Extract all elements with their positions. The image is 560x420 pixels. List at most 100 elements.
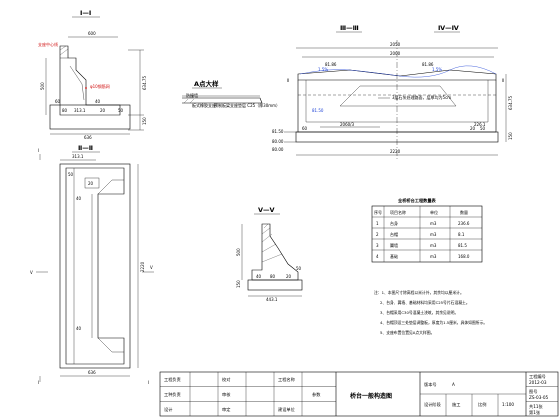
- tb-r2-c2: 审核: [222, 391, 231, 398]
- tb-sheet-total: 共11张: [529, 403, 544, 410]
- dim-s2-bottom: 636: [88, 370, 96, 375]
- dim-s5-d1: 40: [256, 274, 262, 279]
- label-rebar-mesh: φ10钢筋网: [90, 83, 110, 89]
- note-3: 3、台帽采用C30号混凝土浇筑，其余见说明。: [380, 310, 458, 315]
- dim-s1-h1: 500: [40, 82, 45, 90]
- qt-row2-qty: 8.1: [458, 232, 465, 237]
- dim-s1-top: 600: [88, 31, 96, 36]
- dim-s34-d3: 50: [480, 126, 486, 131]
- tb-right-scale-label: 比例: [478, 401, 486, 408]
- title-block: 工程负责 校对 工程名称 工种负责 审核 参数 设计 审定 建设单位 桥台一般构…: [159, 371, 559, 417]
- dim-s34-bottom: 2220: [390, 149, 401, 154]
- cut-mark-ii-right: Ⅱ: [502, 78, 504, 83]
- section-title-iv: Ⅳ—Ⅳ: [438, 24, 460, 32]
- qt-row1-unit: m3: [430, 221, 437, 226]
- cut-mark-v-left: Ⅴ: [30, 270, 33, 275]
- elev-e5: 80.00: [272, 147, 284, 152]
- dim-s34-right1: 634.75: [508, 96, 513, 110]
- elev-e1: 81.50: [312, 108, 324, 113]
- tb-drawing-no-label: 图号: [529, 389, 537, 395]
- tb-r2-c1: 工种负责: [164, 391, 181, 398]
- dim-s2-side: 2220: [140, 261, 145, 272]
- qt-row2-unit: m3: [430, 232, 437, 237]
- qt-row4-qty: 168.0: [458, 254, 470, 259]
- dim-s1-d5: 60: [55, 99, 61, 104]
- note-5: 5、支座布置位置见A点大样图。: [380, 330, 434, 335]
- dim-s5-bottom: 443.1: [266, 297, 278, 302]
- tb-right-stage-label: 设计阶段: [424, 401, 442, 408]
- detail-label-pad: 预制板梁支座垫层 C25（厚30mm）: [214, 102, 280, 108]
- dim-s5-d2: 80: [270, 274, 276, 279]
- qt-row1-no: 1: [376, 221, 379, 226]
- dim-s2-c2: 40: [76, 196, 82, 201]
- qt-row3-no: 3: [376, 243, 379, 248]
- dim-s2-c3: 40: [76, 326, 82, 331]
- qt-row2-item: 台帽: [390, 231, 398, 237]
- dim-s34-right2: 150: [508, 132, 513, 140]
- tb-r3-c3: 建设单位: [278, 406, 295, 413]
- qt-row4-no: 4: [376, 254, 379, 259]
- dim-s34-d4: 20: [470, 126, 476, 131]
- label-lime-layer: 3层石灰处理路面，层厚均为5cm: [392, 94, 451, 100]
- section-ii-ii: Ⅱ—Ⅱ 313.1 20 50 40 40 2220 636 Ⅴ Ⅴ Ⅰ Ⅰ Ⅰ: [30, 144, 154, 385]
- qt-row3-unit: m3: [430, 243, 437, 248]
- note-2: 2、台身、翼墙、基础材料均采用C25号片石混凝土。: [380, 300, 470, 305]
- cut-mark-v-right: Ⅴ: [150, 265, 153, 270]
- detail-a-title: A点大样: [194, 79, 219, 88]
- dim-s5-h2: 150: [236, 280, 241, 288]
- dim-s1-h2: 150: [142, 117, 147, 125]
- notes: 注：1、本图尺寸除高程以米计外，其余均以厘米计。 2、台身、翼墙、基础材料均采用…: [374, 290, 487, 335]
- dim-s1-bottom: 636: [84, 135, 92, 140]
- tb-r1-c3: 工程名称: [278, 376, 295, 383]
- detail-label-barrier: 防撞墙: [186, 92, 198, 98]
- dim-s34-d2: 60: [302, 126, 308, 131]
- elev-top-right: 81.86: [422, 62, 434, 67]
- tb-drawing-no-value: ZS-03-05: [529, 395, 549, 400]
- tb-project-no-value: 2012-03: [529, 380, 547, 385]
- detail-a: A点大样 防撞墙 板式橡胶支座 预制板梁支座垫层 C25（厚30mm）: [182, 79, 280, 108]
- dim-s5-d4: 50: [296, 266, 302, 271]
- tb-right-version-value: A: [452, 382, 455, 387]
- cut-mark-i-bottom-right: Ⅰ: [148, 380, 149, 385]
- note-4: 4、台帽顶设三处垫层调整板，厚度为1.5厘米，具体如图所示。: [380, 320, 487, 325]
- quantity-table-title: 全桥桥台工程数量表: [397, 197, 437, 204]
- dim-s5-d3: 20: [286, 274, 292, 279]
- qt-header-item: 项目名称: [390, 209, 406, 215]
- qt-header-qty: 数量: [460, 209, 468, 215]
- qt-row1-qty: 236.6: [458, 221, 470, 226]
- elev-e4: 80.00: [272, 139, 284, 144]
- dim-s1-d6: 50: [118, 108, 124, 113]
- dim-s2-left: 50: [68, 172, 74, 177]
- tb-right-scale-value: 1:100: [502, 402, 514, 407]
- section-title-v-v: Ⅴ—Ⅴ: [258, 206, 275, 214]
- dim-s1-d3: 80: [62, 108, 68, 113]
- qt-row4-item: 基础: [390, 253, 398, 259]
- section-title-ii-ii: Ⅱ—Ⅱ: [78, 144, 93, 152]
- qt-row3-item: 翼墙: [390, 242, 398, 248]
- quantity-table: 全桥桥台工程数量表 序号 项目名称 单位 数量 1 台身 m3 236.6 2 …: [371, 197, 483, 263]
- section-title-i-i: Ⅰ—Ⅰ: [80, 9, 91, 17]
- dim-s34-top2: 2000: [390, 51, 401, 56]
- qt-row2-no: 2: [376, 232, 379, 237]
- tb-r2-c3: 参数: [312, 391, 321, 398]
- slope-right: 1.5%: [432, 67, 442, 72]
- tb-sheet-current: 第1张: [529, 409, 541, 416]
- tb-r1-c2: 校对: [222, 376, 230, 383]
- dim-s34-d1: 226.1: [474, 122, 486, 127]
- qt-header-unit: 单位: [430, 209, 438, 215]
- qt-header-no: 序号: [374, 209, 382, 215]
- tb-project-no-label: 工程编号: [529, 373, 546, 380]
- tb-r3-c2: 审定: [222, 406, 230, 413]
- label-bearing-centerline: 支座中心线: [38, 41, 58, 47]
- dim-s1-d1: 313.1: [74, 108, 86, 113]
- dim-s34-top1: 2050: [390, 42, 401, 47]
- qt-row1-item: 台身: [390, 220, 398, 226]
- note-1: 注：1、本图尺寸除高程以米计外，其余均以厘米计。: [374, 290, 464, 295]
- tb-r3-c1: 设计: [164, 406, 172, 413]
- tb-r1-c1: 工程负责: [164, 376, 181, 383]
- detail-label-bearing: 板式橡胶支座: [192, 102, 216, 108]
- tb-right-stage-value: 施工: [452, 401, 460, 408]
- slope-left: 1.5%: [318, 67, 328, 72]
- dim-s1-right: 634.75: [142, 76, 147, 90]
- dim-s2-c1: 20: [88, 181, 94, 186]
